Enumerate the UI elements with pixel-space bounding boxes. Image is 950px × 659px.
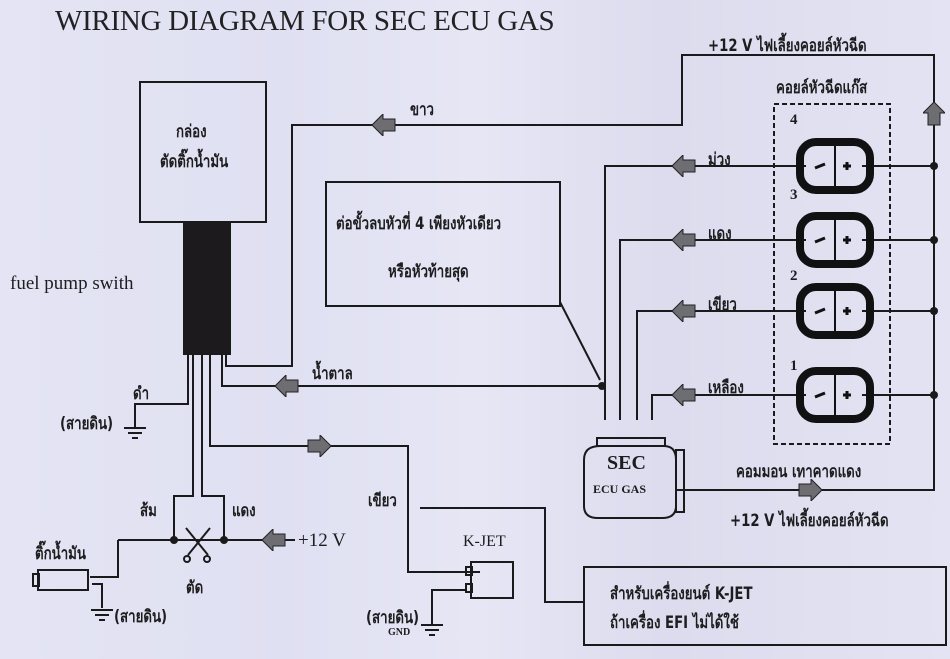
yellow-wire-label: เหลือง <box>708 378 744 398</box>
note-pointer <box>559 301 601 381</box>
green-kjet-wire <box>209 354 480 573</box>
injector-coil-2 <box>796 283 874 339</box>
green-inj-arrow-icon <box>672 300 696 322</box>
injector-number-4: 4 <box>790 112 798 128</box>
kjet-note-wire <box>420 507 584 603</box>
note-line-2: หรือหัวท้ายสุด <box>388 262 469 282</box>
ground-icon <box>421 624 443 636</box>
red-arrow-icon <box>672 229 696 251</box>
fuel-tick-wire <box>90 540 119 578</box>
cutoff-box-label-2: ตัดติ๊กน้ำมัน <box>160 152 229 172</box>
kjet-ground-wire <box>431 589 466 624</box>
kjet-note-line-1: สำหรับเครื่องยนต์ K-JET <box>610 584 753 604</box>
injector-coil-3 <box>796 212 874 268</box>
injector-number-1: 1 <box>790 358 798 374</box>
red-wire-label: แดง <box>232 501 256 521</box>
cut-label: ตัด <box>186 578 204 598</box>
plus12-label: +12 V <box>298 530 346 551</box>
ecu-label-1: SEC <box>607 452 646 474</box>
ecu-body <box>583 445 677 519</box>
top-power-label: +12 V ไฟเลี้ยงคอยล์หัวฉีด <box>708 36 867 56</box>
injector-number-3: 3 <box>790 187 798 203</box>
fuel-tick-connector <box>37 569 89 591</box>
black-wire <box>134 354 189 428</box>
common-wire <box>676 126 935 491</box>
ground-icon <box>124 427 146 439</box>
red-wire <box>201 354 225 540</box>
injector-coils <box>796 138 874 423</box>
note-line-1: ต่อขั้วลบหัวที่ 4 เพียงหัวเดียว <box>336 214 502 234</box>
red-inj-wire-label: แดง <box>708 224 732 244</box>
green-inj-wire <box>636 310 682 420</box>
cutoff-box-label-1: กล่อง <box>176 122 207 142</box>
orange-wire-label: ส้ม <box>140 501 157 521</box>
purple-wire-label: ม่วง <box>708 150 731 170</box>
scissors-icon <box>185 527 211 556</box>
brown-wire-label: น้ำตาล <box>312 364 353 384</box>
injector-coil-4 <box>796 138 874 194</box>
green-kjet-label: เขียว <box>368 491 397 511</box>
injector-coil-1 <box>796 367 874 423</box>
gnd-label: GND <box>388 627 411 638</box>
injector-group-label: คอยล์หัวฉีดแก๊ส <box>776 78 868 98</box>
ground-label-3: (สายดิน) <box>366 608 420 628</box>
black-wire-label: ดำ <box>133 384 150 404</box>
fuel-pump-switch-label: fuel pump swith <box>10 273 134 294</box>
ground-label-2: (สายดิน) <box>114 607 168 627</box>
green-arrow-icon <box>307 435 331 457</box>
power-up-arrow-icon <box>923 102 945 126</box>
common-wire-label: คอมมอน เทาคาดแดง <box>736 462 862 482</box>
red-inj-wire <box>619 239 682 420</box>
fuel-tick-ground-wire <box>92 583 103 608</box>
kjet-note-line-2: ถ้าเครื่อง EFI ไม่ได้ใช้ <box>610 613 739 633</box>
purple-wire <box>604 165 682 420</box>
fuel-pump-switch-body <box>183 221 231 355</box>
white-wire <box>225 54 935 367</box>
kjet-label: K-JET <box>463 533 506 550</box>
green-inj-wire-label: เขียว <box>708 295 737 315</box>
injector-group-frame <box>773 103 891 445</box>
purple-arrow-icon <box>672 155 696 177</box>
brown-wire <box>221 354 602 387</box>
kjet-note-box <box>583 566 947 646</box>
power-arrow-icon <box>262 529 286 551</box>
orange-wire <box>173 354 194 540</box>
fuel-tick-plug <box>32 573 40 587</box>
injector-number-2: 2 <box>790 268 798 284</box>
page-title: WIRING DIAGRAM FOR SEC ECU GAS <box>55 5 555 37</box>
yellow-arrow-icon <box>672 384 696 406</box>
white-arrow-icon <box>372 114 396 136</box>
ecu-label-2: ECU GAS <box>593 482 647 496</box>
ground-icon <box>91 609 113 621</box>
brown-arrow-icon <box>275 375 299 397</box>
white-wire-label: ขาว <box>410 100 434 120</box>
ground-label: (สายดิน) <box>60 414 114 434</box>
fuel-tick-label: ติ๊กน้ำมัน <box>35 544 86 564</box>
bottom-power-label: +12 V ไฟเลี้ยงคอยล์หัวฉีด <box>730 511 889 531</box>
kjet-box <box>470 561 514 599</box>
